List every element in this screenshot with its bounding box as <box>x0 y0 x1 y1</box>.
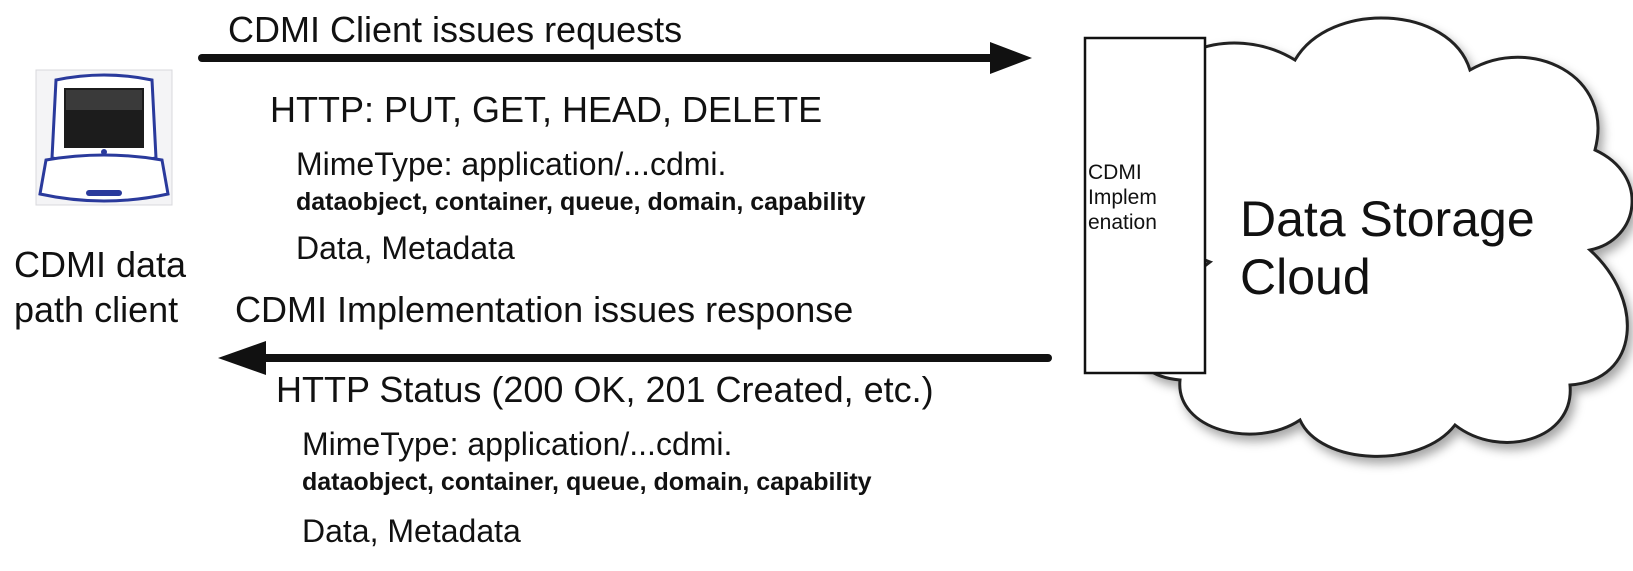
response-payload: Data, Metadata <box>302 513 521 549</box>
request-methods: HTTP: PUT, GET, HEAD, DELETE <box>270 89 823 130</box>
response-arrow <box>218 341 1052 375</box>
cloud-label: Data Storage Cloud <box>1240 190 1580 306</box>
response-mimetype: MimeType: application/...cdmi. <box>302 426 733 462</box>
cloud-label-line2: Cloud <box>1240 249 1371 305</box>
request-types: dataobject, container, queue, domain, ca… <box>296 188 866 216</box>
response-types: dataobject, container, queue, domain, ca… <box>302 468 872 496</box>
implementation-label-line1: CDMI <box>1088 161 1142 184</box>
request-arrow <box>198 42 1032 74</box>
client-label-line2: path client <box>14 289 179 330</box>
implementation-label-line2: Implem <box>1088 186 1157 209</box>
request-mimetype: MimeType: application/...cdmi. <box>296 146 727 182</box>
response-status: HTTP Status (200 OK, 201 Created, etc.) <box>276 369 934 410</box>
implementation-label-line3: enation <box>1088 211 1157 234</box>
laptop-icon <box>35 69 173 206</box>
request-payload: Data, Metadata <box>296 230 515 266</box>
response-title: CDMI Implementation issues response <box>235 289 854 330</box>
request-title: CDMI Client issues requests <box>228 9 683 50</box>
client-label-line1: CDMI data <box>14 244 187 285</box>
cloud-label-line1: Data Storage <box>1240 191 1535 247</box>
implementation-box <box>1083 36 1207 375</box>
implementation-label: CDMI Implem enation <box>1088 160 1208 235</box>
